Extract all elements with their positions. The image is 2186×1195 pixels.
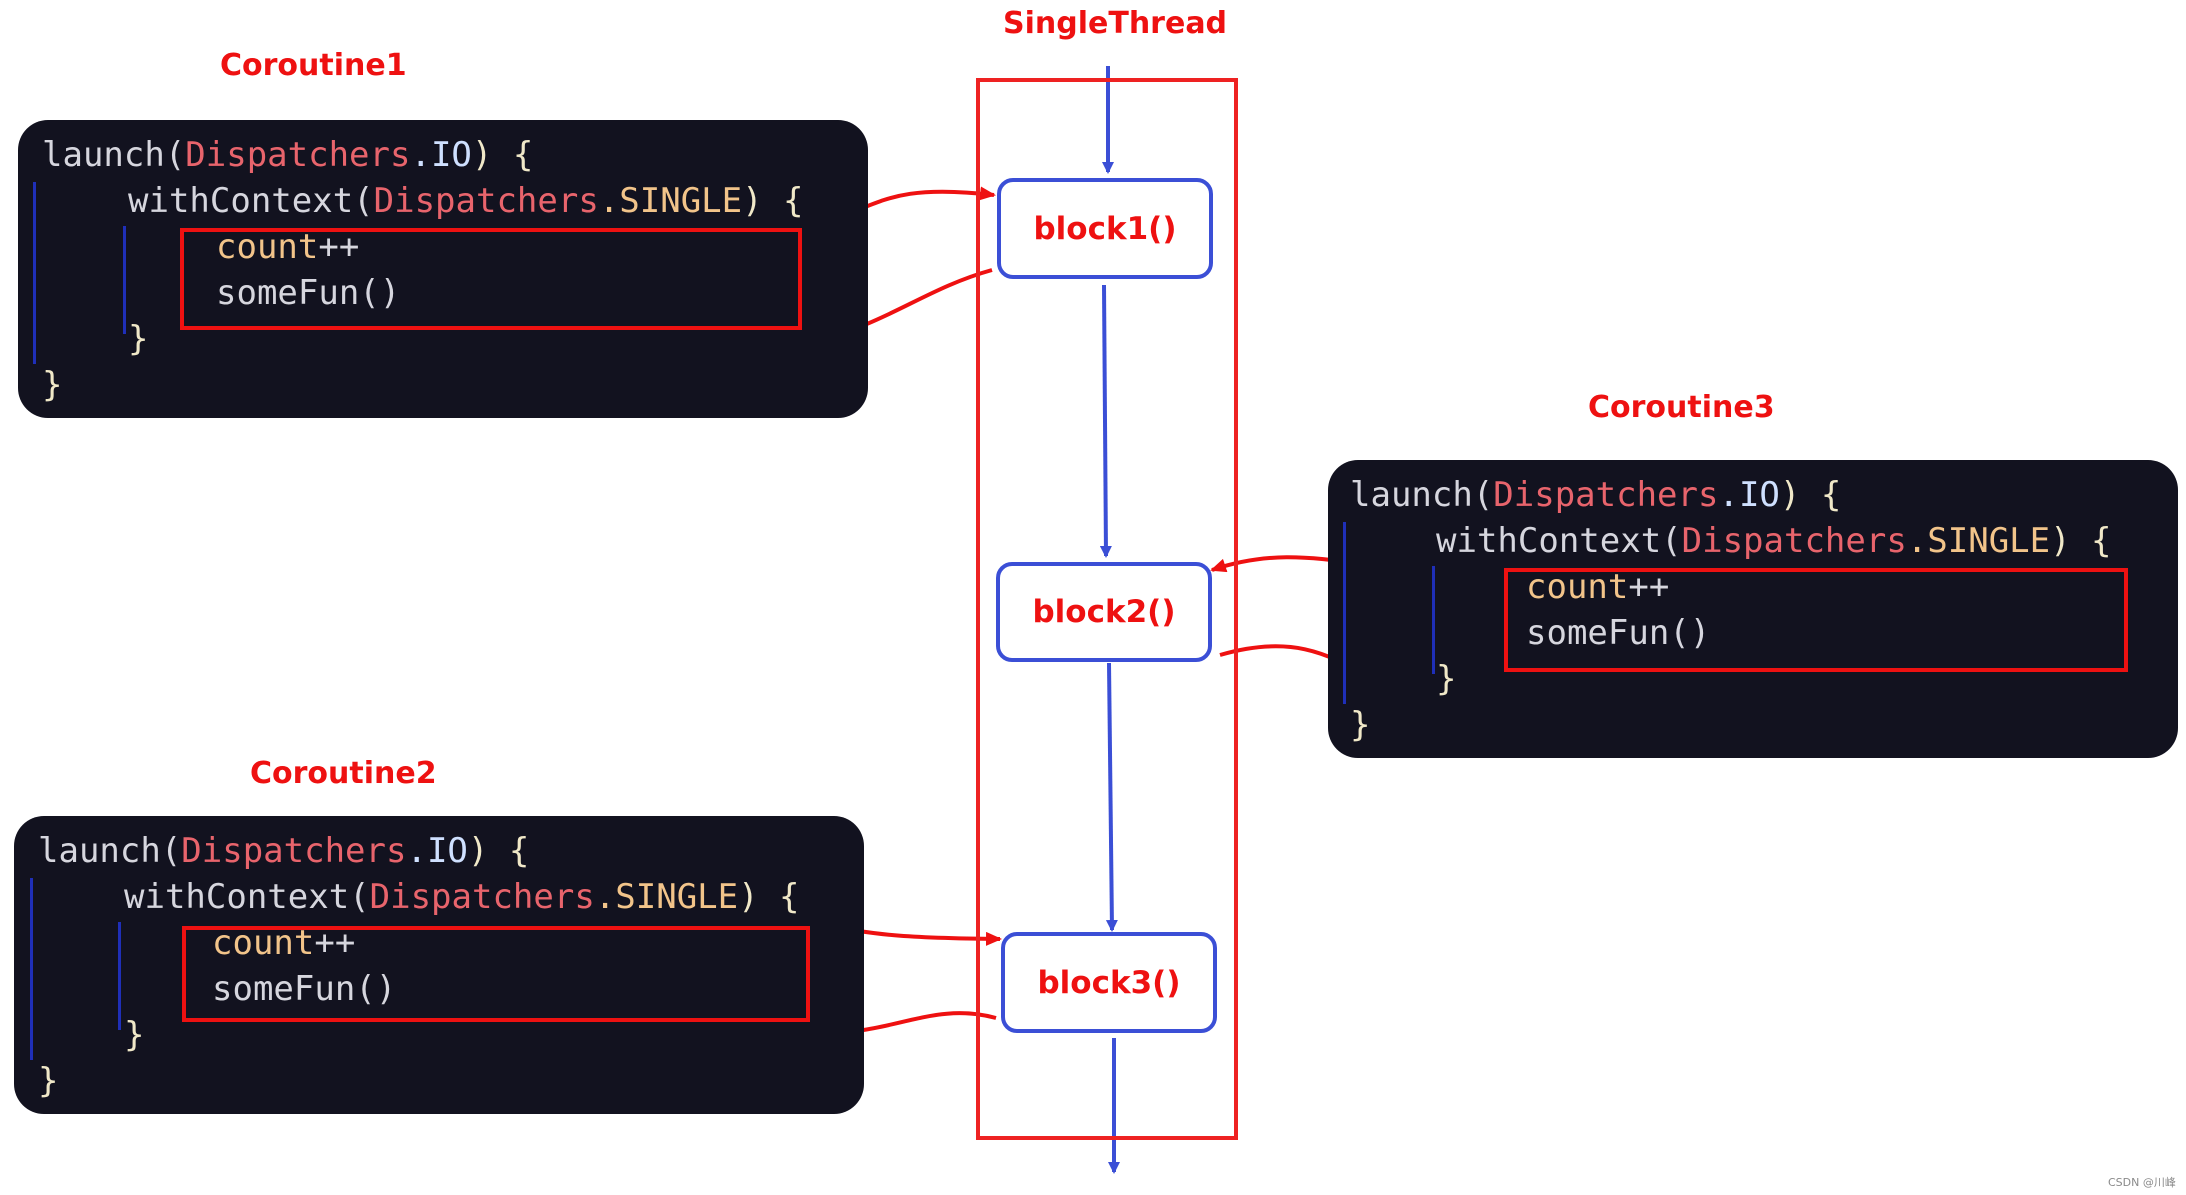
code-dispatchers-io: Dispatchers	[181, 831, 407, 871]
code-line-some-fun: someFun()	[216, 273, 401, 313]
code-dispatchers-io: Dispatchers	[185, 135, 411, 175]
coroutine3-title: Coroutine3	[1588, 390, 1775, 425]
code-inner-close-brace: }	[128, 319, 149, 359]
code-dispatchers-single: Dispatchers	[373, 181, 599, 221]
code-increment: ++	[1628, 567, 1670, 607]
code-launch-close: ) {	[1779, 475, 1842, 515]
code-single-constant: .SINGLE	[598, 181, 743, 221]
code-line-count: count++	[1526, 564, 1669, 610]
block1-node: block1()	[997, 178, 1213, 279]
block3-node: block3()	[1001, 932, 1217, 1033]
code-dispatchers-single: Dispatchers	[1681, 521, 1907, 561]
indent-guide	[118, 922, 121, 1030]
coroutine1-highlight-box	[180, 228, 802, 330]
indent-guide	[1343, 522, 1346, 704]
code-line-some-fun: someFun()	[1526, 613, 1711, 653]
code-line-with-context: withContext(Dispatchers.SINGLE) {	[1436, 518, 2112, 564]
block2-node: block2()	[996, 562, 1212, 662]
code-line-some-fun: someFun()	[212, 969, 397, 1009]
code-dispatchers-single: Dispatchers	[369, 877, 595, 917]
coroutine3-highlight-box	[1504, 568, 2128, 672]
single-thread-lane	[976, 78, 1238, 1140]
code-io-constant: .IO	[406, 831, 468, 871]
code-with-context: withContext(	[128, 181, 374, 221]
code-count: count	[216, 227, 319, 267]
code-with-close: ) {	[2050, 521, 2112, 561]
code-line-launch: launch(Dispatchers.IO) {	[1350, 472, 1841, 518]
code-increment: ++	[318, 227, 360, 267]
code-line-count: count++	[216, 224, 359, 270]
code-single-constant: .SINGLE	[594, 877, 739, 917]
code-launch-close: ) {	[467, 831, 530, 871]
flow-arrow-block2-to-block3	[1105, 662, 1118, 932]
code-with-close: ) {	[742, 181, 804, 221]
code-outer-close-brace: }	[42, 365, 63, 405]
code-line-with-context: withContext(Dispatchers.SINGLE) {	[128, 178, 804, 224]
watermark: CSDN @川峰	[2108, 1176, 2176, 1189]
code-inner-close-brace: }	[1436, 659, 1457, 699]
indent-guide	[1432, 566, 1435, 674]
coroutine1-title: Coroutine1	[220, 48, 407, 83]
code-line-launch: launch(Dispatchers.IO) {	[38, 828, 529, 874]
indent-guide	[33, 182, 36, 364]
coroutine2-title: Coroutine2	[250, 756, 437, 791]
code-line-with-context: withContext(Dispatchers.SINGLE) {	[124, 874, 800, 920]
code-with-context: withContext(	[124, 877, 370, 917]
indent-guide	[123, 226, 126, 334]
coroutine2-highlight-box	[182, 926, 810, 1022]
code-launch-close: ) {	[471, 135, 534, 175]
code-single-constant: .SINGLE	[1906, 521, 2051, 561]
coroutine1-code-panel: launch(Dispatchers.IO) { withContext(Dis…	[18, 120, 868, 418]
code-count: count	[1526, 567, 1629, 607]
code-line-launch: launch(Dispatchers.IO) {	[42, 132, 533, 178]
code-dispatchers-io: Dispatchers	[1493, 475, 1719, 515]
code-with-close: ) {	[738, 877, 800, 917]
code-launch: launch(	[38, 831, 182, 871]
coroutine3-code-panel: launch(Dispatchers.IO) { withContext(Dis…	[1328, 460, 2178, 758]
code-launch: launch(	[42, 135, 186, 175]
code-launch: launch(	[1350, 475, 1494, 515]
single-thread-title: SingleThread	[1003, 6, 1228, 41]
code-outer-close-brace: }	[1350, 705, 1371, 745]
indent-guide	[30, 878, 33, 1060]
flow-arrow-block1-to-block2	[1099, 284, 1112, 558]
code-io-constant: .IO	[1718, 475, 1780, 515]
code-io-constant: .IO	[410, 135, 472, 175]
code-with-context: withContext(	[1436, 521, 1682, 561]
code-outer-close-brace: }	[38, 1061, 59, 1101]
code-inner-close-brace: }	[124, 1015, 145, 1055]
